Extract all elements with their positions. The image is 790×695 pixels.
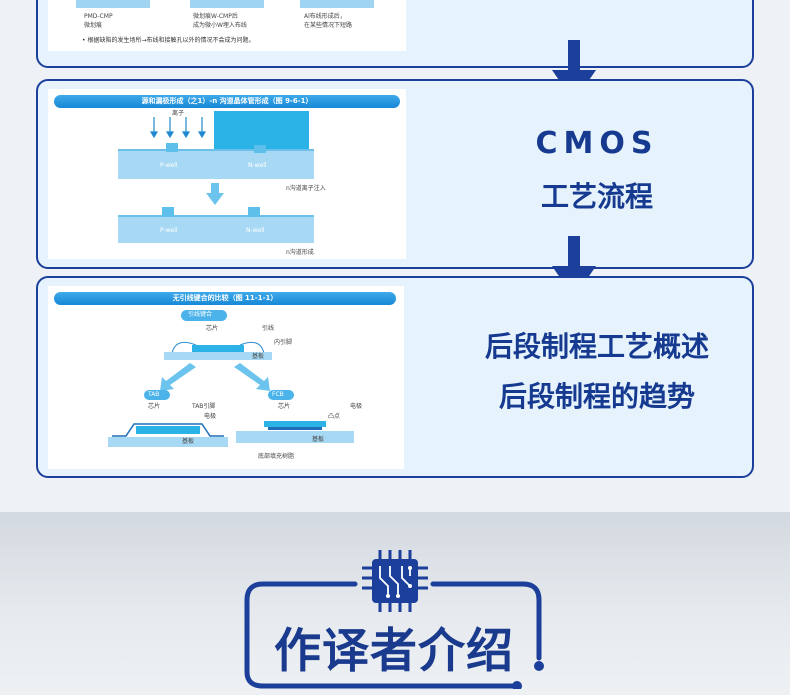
cmos-title: CMOS bbox=[535, 126, 659, 161]
section-title: 作译者介绍 bbox=[274, 624, 514, 679]
pwell-label: P-well bbox=[160, 227, 178, 234]
substrate-step1 bbox=[118, 149, 314, 179]
tab-electrode-label: 电极 bbox=[204, 413, 217, 420]
backend-trends: 后段制程的趋势 bbox=[498, 380, 695, 413]
gate bbox=[162, 207, 174, 217]
substrate-label: 基板 bbox=[252, 353, 265, 360]
arrow-right-down-icon bbox=[234, 363, 270, 391]
defect-label: 微划痕W-CMP后 bbox=[193, 13, 238, 20]
nwell-label: N-well bbox=[246, 227, 265, 234]
figure-title: 无引线键合的比较（图 11-1-1） bbox=[54, 292, 396, 305]
fcb-substrate-label: 基板 bbox=[312, 436, 325, 443]
figure-bonding: 无引线键合的比较（图 11-1-1） 引线键合 芯片 引线 内引脚 基板 TAB… bbox=[48, 286, 404, 469]
ion-arrows-icon bbox=[149, 117, 207, 139]
card-backend: 无引线键合的比较（图 11-1-1） 引线键合 芯片 引线 内引脚 基板 TAB… bbox=[36, 276, 754, 478]
arrow-down-icon bbox=[206, 183, 224, 205]
tab-lead-label: TAB引脚 bbox=[192, 403, 216, 410]
defect-label: 成为微小W埋入布线 bbox=[193, 22, 247, 29]
top-label-bg bbox=[181, 310, 227, 321]
defect-label: PMD-CMP bbox=[84, 13, 113, 20]
tab-figure bbox=[108, 423, 228, 447]
fcb-label: FCB bbox=[272, 391, 284, 398]
fcb-figure bbox=[236, 421, 354, 443]
backend-overview: 后段制程工艺概述 bbox=[484, 330, 709, 363]
figure-title: 源和漏极形成（之1）-n 沟道晶体管形成（图 9-6-1） bbox=[54, 95, 400, 108]
cmos-subtitle: 工艺流程 bbox=[540, 180, 653, 213]
tab-label: TAB bbox=[148, 391, 160, 398]
defect-label: 微划痕 bbox=[84, 22, 103, 29]
gate bbox=[166, 143, 178, 152]
ion-label: 离子 bbox=[172, 110, 185, 117]
gate bbox=[248, 207, 260, 217]
figure-defect: PMD-CMP 微划痕 微划痕W-CMP后 成为微小W埋入布线 Al布线形成后，… bbox=[48, 0, 406, 51]
defect-label: Al布线形成后， bbox=[304, 13, 346, 20]
circuit-chip-icon bbox=[362, 550, 428, 612]
fcb-chip-label: 芯片 bbox=[278, 403, 291, 410]
arrow-left-down-icon bbox=[160, 363, 196, 391]
tab-chip-label: 芯片 bbox=[148, 403, 161, 410]
figure-block bbox=[190, 0, 264, 8]
figure-block bbox=[300, 0, 374, 8]
tab-label-bg bbox=[144, 390, 170, 400]
figure-cmos: 源和漏极形成（之1）-n 沟道晶体管形成（图 9-6-1） 离子 P-well … bbox=[48, 89, 406, 259]
substrate-step2 bbox=[118, 215, 314, 243]
top-label: 引线键合 bbox=[188, 311, 213, 318]
card-cmos: 源和漏极形成（之1）-n 沟道晶体管形成（图 9-6-1） 离子 P-well … bbox=[36, 79, 754, 269]
card-defect: PMD-CMP 微划痕 微划痕W-CMP后 成为微小W埋入布线 Al布线形成后，… bbox=[36, 0, 754, 68]
figure-block bbox=[76, 0, 150, 8]
chip-label: 芯片 bbox=[206, 325, 219, 332]
defect-label: 在某些情况下短路 bbox=[304, 22, 353, 29]
underfill-label: 底部填充树脂 bbox=[258, 453, 295, 460]
lower-section bbox=[0, 512, 790, 695]
inner-lead-label: 内引脚 bbox=[274, 339, 293, 346]
gate bbox=[254, 145, 266, 153]
defect-footnote: • 根据缺陷的发生场所→布线和接触孔以外的情况不会成为问题。 bbox=[82, 37, 255, 44]
wire-label: 引线 bbox=[262, 325, 275, 332]
fcb-label-bg bbox=[268, 390, 294, 400]
nwell-label: N-well bbox=[248, 162, 267, 169]
wire-bond-figure bbox=[164, 341, 272, 360]
step2-caption: n沟道形成 bbox=[286, 249, 314, 256]
fcb-electrode-label: 电极 bbox=[350, 403, 363, 410]
step1-caption: n沟道离子注入 bbox=[286, 185, 326, 192]
section-frame bbox=[244, 581, 544, 689]
tab-substrate-label: 基板 bbox=[182, 438, 195, 445]
pwell-label: P-well bbox=[160, 162, 178, 169]
bump-label: 凸点 bbox=[328, 413, 341, 420]
